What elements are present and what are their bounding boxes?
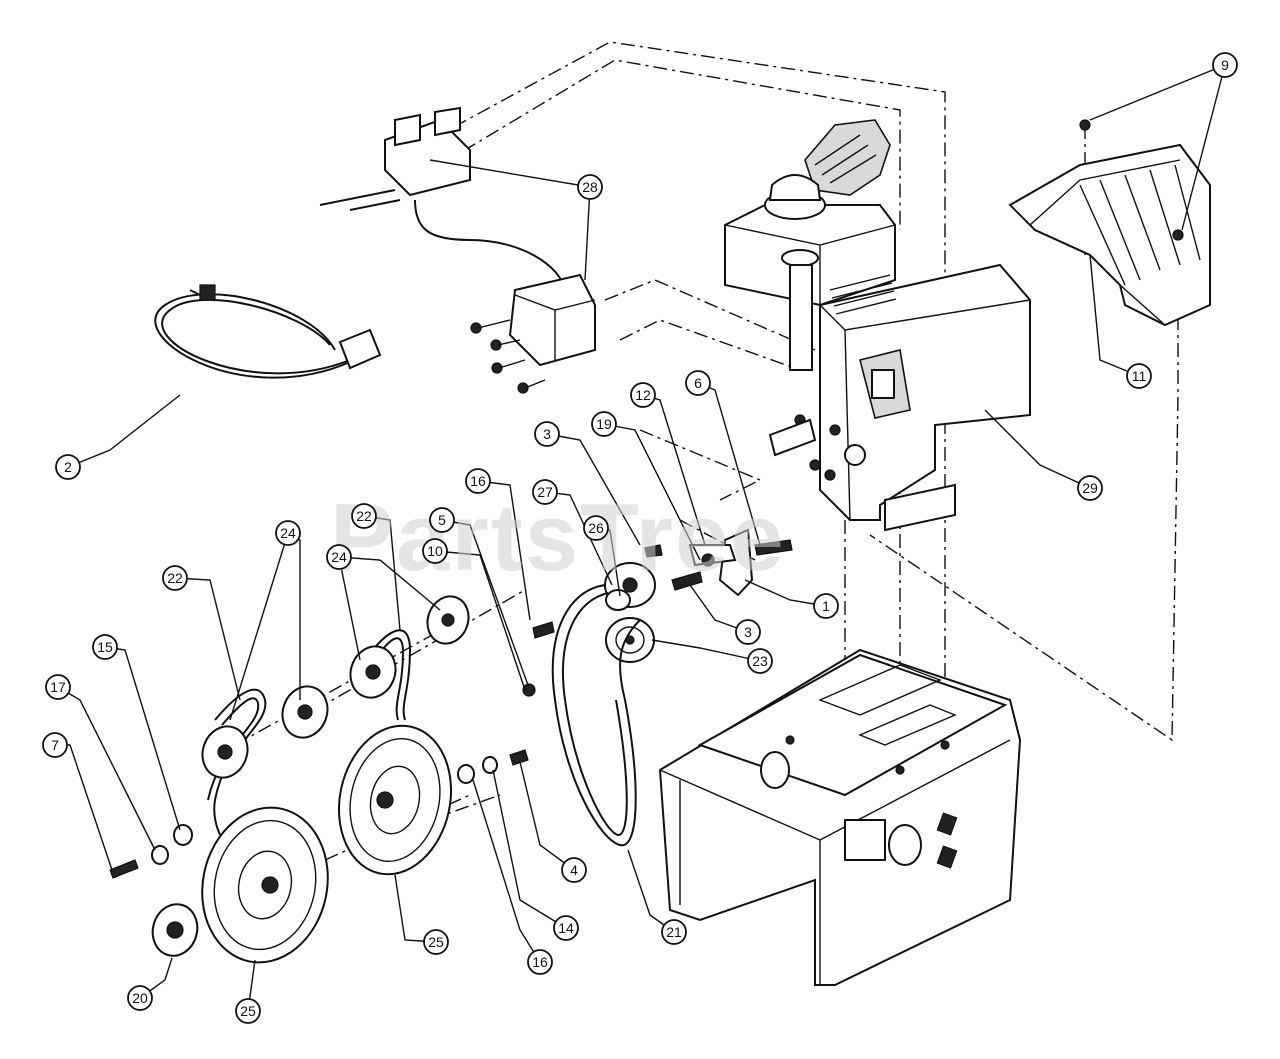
callout-2: 2 <box>55 454 81 480</box>
callout-20: 20 <box>127 985 153 1011</box>
belt-cover <box>1008 119 1211 327</box>
svg-text:3: 3 <box>744 624 752 640</box>
svg-text:5: 5 <box>438 512 446 528</box>
callout-15: 15 <box>92 634 118 660</box>
callout-4: 4 <box>561 857 587 883</box>
callout-22-upper: 22 <box>351 503 377 529</box>
svg-text:24: 24 <box>280 525 296 541</box>
svg-text:7: 7 <box>51 737 59 753</box>
callout-3-lower: 3 <box>735 619 761 645</box>
svg-text:9: 9 <box>1221 57 1229 73</box>
svg-text:28: 28 <box>582 179 598 195</box>
svg-text:25: 25 <box>428 934 444 950</box>
callout-12: 12 <box>630 382 656 408</box>
svg-text:11: 11 <box>1132 368 1147 384</box>
callout-24-right: 24 <box>326 544 352 570</box>
callout-26: 26 <box>583 515 609 541</box>
callout-21: 21 <box>661 919 687 945</box>
callout-17: 17 <box>45 674 71 700</box>
svg-text:25: 25 <box>240 1003 256 1019</box>
svg-text:12: 12 <box>635 387 651 403</box>
callout-29: 29 <box>1077 475 1103 501</box>
svg-text:20: 20 <box>132 990 148 1006</box>
svg-text:10: 10 <box>427 543 443 559</box>
callout-16-upper: 16 <box>465 468 491 494</box>
watermark-text: PartsTree <box>330 484 786 591</box>
callout-11: 11 <box>1126 363 1152 389</box>
svg-text:17: 17 <box>50 679 66 695</box>
power-cord <box>154 284 382 379</box>
callout-10: 10 <box>422 538 448 564</box>
svg-text:22: 22 <box>167 570 183 586</box>
svg-text:16: 16 <box>470 473 486 489</box>
callout-22-left: 22 <box>162 565 188 591</box>
hub <box>151 903 199 957</box>
idler-bracket-assembly <box>604 528 793 663</box>
engine <box>724 119 1031 532</box>
callout-19: 19 <box>591 411 617 437</box>
svg-text:2: 2 <box>64 459 72 475</box>
svg-text:14: 14 <box>558 920 574 936</box>
svg-text:26: 26 <box>588 520 604 536</box>
svg-text:1: 1 <box>822 598 830 614</box>
drive-pulleys <box>201 724 453 964</box>
svg-text:21: 21 <box>666 924 682 940</box>
callout-3-upper: 3 <box>534 421 560 447</box>
svg-text:24: 24 <box>331 549 347 565</box>
svg-text:16: 16 <box>532 954 548 970</box>
callout-16-lower: 16 <box>527 949 553 975</box>
svg-text:4: 4 <box>570 862 578 878</box>
frame <box>658 648 1022 986</box>
svg-text:23: 23 <box>752 653 768 669</box>
callout-5: 5 <box>429 507 455 533</box>
callout-23: 23 <box>747 648 773 674</box>
callout-27: 27 <box>532 479 558 505</box>
callout-25-left: 25 <box>235 998 261 1024</box>
svg-text:19: 19 <box>596 416 612 432</box>
svg-text:27: 27 <box>537 484 553 500</box>
pulley-discs <box>201 595 470 779</box>
svg-text:29: 29 <box>1082 480 1098 496</box>
callout-1: 1 <box>813 593 839 619</box>
svg-text:6: 6 <box>694 375 702 391</box>
callout-6: 6 <box>685 370 711 396</box>
callout-24-left: 24 <box>275 520 301 546</box>
callout-25-right: 25 <box>423 929 449 955</box>
hardware <box>109 621 555 879</box>
callout-9: 9 <box>1212 52 1238 78</box>
svg-text:15: 15 <box>97 639 113 655</box>
electric-starter <box>319 106 596 394</box>
callout-28: 28 <box>577 174 603 200</box>
callout-7: 7 <box>42 732 68 758</box>
svg-text:22: 22 <box>356 508 372 524</box>
callout-14: 14 <box>553 915 579 941</box>
svg-text:3: 3 <box>543 426 551 442</box>
